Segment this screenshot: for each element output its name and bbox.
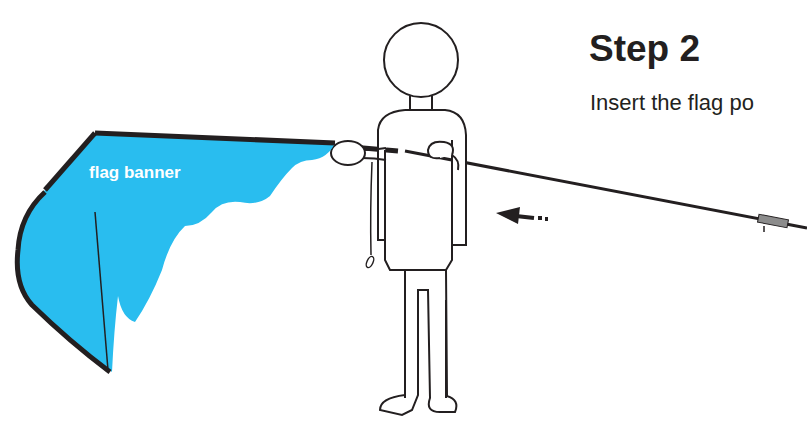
banner-fold-line: [95, 212, 108, 370]
pole-pin: [763, 226, 765, 232]
banner-fill: [17, 133, 336, 372]
insert-arrow: [496, 207, 548, 224]
lanyard: [365, 162, 376, 269]
instruction-text: Insert the flag po: [590, 90, 754, 116]
banner-label: flag banner: [89, 163, 181, 183]
banner-top-edge: [95, 133, 335, 143]
step-title: Step 2: [589, 28, 700, 70]
label-group: Insert the flag po: [590, 90, 754, 116]
pole-end-cap: [758, 214, 789, 228]
banner-edge: [45, 133, 95, 190]
banner-side-edge: [17, 192, 110, 372]
person-figure: [331, 23, 466, 415]
flag-banner-shape: flag banner: [5, 125, 337, 380]
